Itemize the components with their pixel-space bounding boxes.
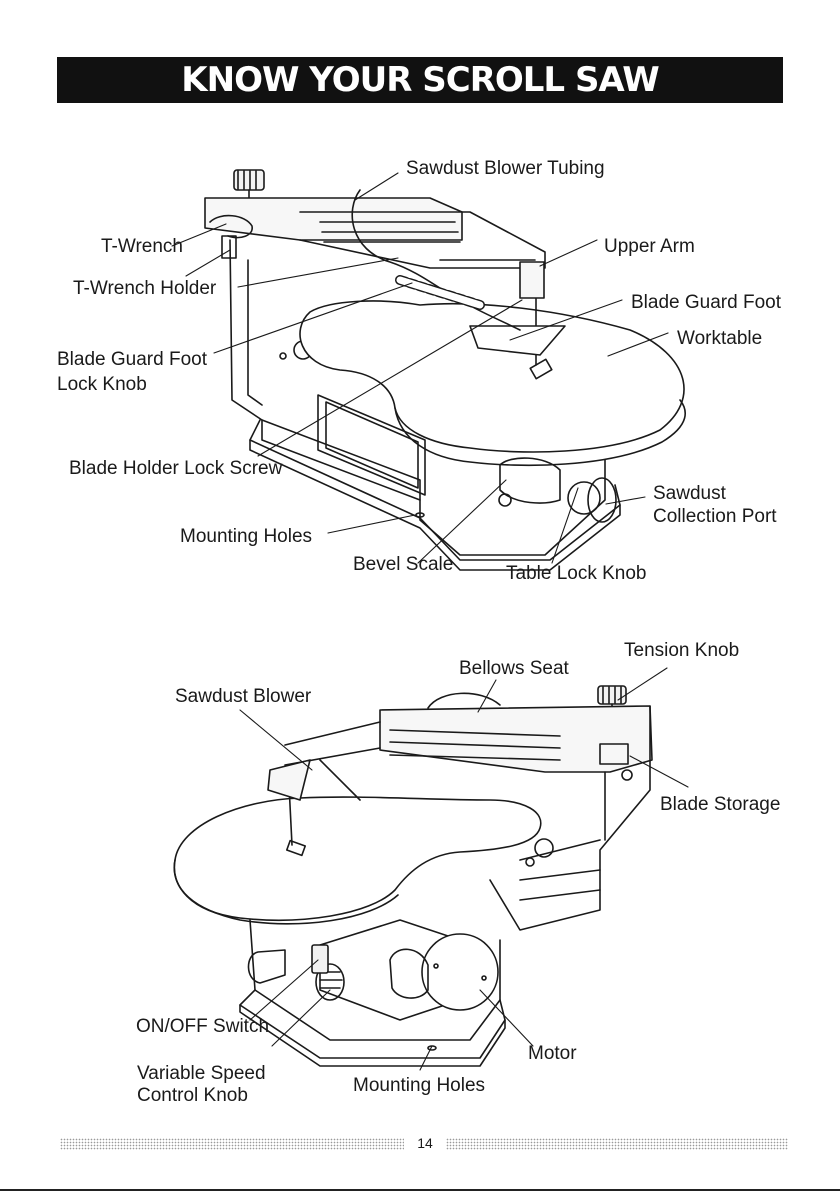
label-sawdust-collection-port-line2: Collection Port bbox=[653, 506, 777, 527]
label-sawdust-blower: Sawdust Blower bbox=[175, 686, 312, 707]
footer-dotted-bar-right bbox=[446, 1138, 788, 1150]
bottom-leader-lines bbox=[239, 667, 689, 1071]
label-upper-arm: Upper Arm bbox=[604, 236, 695, 257]
page-title: KNOW YOUR SCROLL SAW bbox=[57, 57, 783, 103]
label-motor: Motor bbox=[528, 1043, 577, 1064]
top-scroll-saw-drawing bbox=[204, 169, 686, 571]
label-mounting-holes-top: Mounting Holes bbox=[180, 526, 313, 547]
label-mounting-holes-bottom: Mounting Holes bbox=[353, 1075, 486, 1096]
label-table-lock-knob: Table Lock Knob bbox=[506, 563, 647, 584]
label-blade-guard-foot-lock-knob-line1: Blade Guard Foot bbox=[57, 349, 207, 370]
label-bellows-seat: Bellows Seat bbox=[459, 658, 569, 679]
footer-dotted-bar-left bbox=[60, 1138, 404, 1150]
label-t-wrench-holder: T-Wrench Holder bbox=[73, 278, 217, 299]
label-blade-guard-foot: Blade Guard Foot bbox=[631, 292, 781, 313]
label-on-off-switch: ON/OFF Switch bbox=[136, 1016, 270, 1037]
bottom-rule bbox=[0, 1189, 840, 1191]
label-bevel-scale: Bevel Scale bbox=[353, 554, 454, 575]
label-blade-guard-foot-lock-knob-line2: Lock Knob bbox=[57, 374, 147, 395]
label-t-wrench: T-Wrench bbox=[101, 236, 184, 257]
label-sawdust-collection-port-line1: Sawdust bbox=[653, 483, 726, 504]
label-worktable: Worktable bbox=[677, 328, 763, 349]
label-tension-knob: Tension Knob bbox=[624, 640, 740, 661]
label-variable-speed-line1: Variable Speed bbox=[137, 1063, 266, 1084]
bottom-scroll-saw-drawing bbox=[173, 685, 653, 1067]
label-blade-holder-lock-screw: Blade Holder Lock Screw bbox=[69, 458, 283, 479]
label-sawdust-blower-tubing: Sawdust Blower Tubing bbox=[406, 158, 605, 179]
label-variable-speed-line2: Control Knob bbox=[137, 1085, 248, 1106]
top-leader-lines bbox=[171, 172, 669, 564]
page-footer: 14 bbox=[60, 1134, 788, 1152]
page-number: 14 bbox=[417, 1135, 433, 1151]
label-blade-storage: Blade Storage bbox=[660, 794, 781, 815]
